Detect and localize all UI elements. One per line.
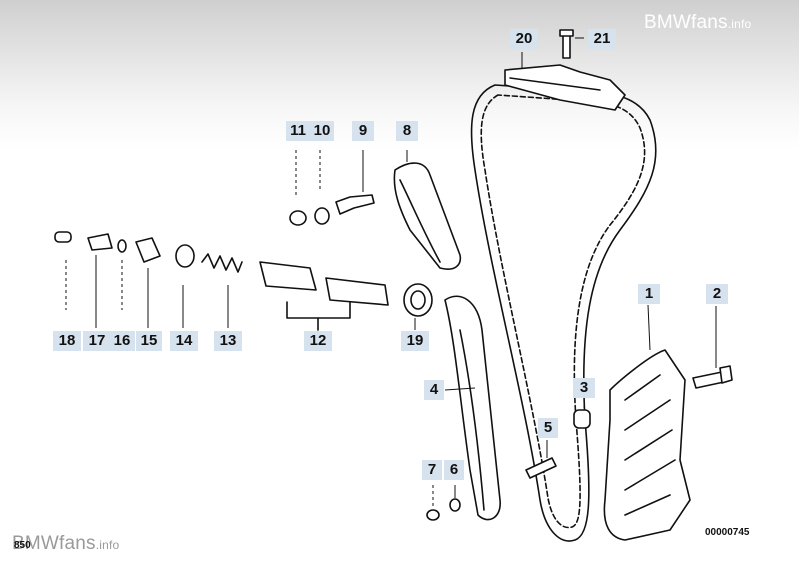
callout-21: 21	[588, 29, 616, 49]
callout-1: 1	[638, 284, 660, 304]
bush-3	[573, 409, 591, 429]
watermark-brand: BMWfans	[644, 12, 728, 33]
piston-12b	[325, 277, 389, 306]
tensioner-rail-8	[393, 162, 462, 270]
plug-18	[54, 231, 72, 243]
spring-13	[201, 253, 243, 273]
callout-5: 5	[538, 418, 558, 438]
callout-18: 18	[53, 331, 81, 351]
callout-9: 9	[352, 121, 374, 141]
callout-12: 12	[304, 331, 332, 351]
watermark-suffix-bottom: .info	[95, 538, 120, 552]
callout-7: 7	[422, 460, 442, 480]
screw-plug-15	[135, 237, 161, 263]
watermark-top: BMWfans.info	[644, 12, 751, 34]
bolt-2	[692, 371, 725, 389]
washer-16	[117, 239, 127, 253]
callout-8: 8	[396, 121, 418, 141]
callout-11: 11	[286, 121, 310, 141]
watermark-bottom: BMWfans.info	[12, 533, 119, 555]
clip-7	[426, 509, 440, 521]
timing-chain-inner	[480, 94, 646, 529]
callout-4: 4	[424, 380, 444, 400]
stud-5	[525, 457, 557, 479]
callout-14: 14	[170, 331, 198, 351]
pin-9	[335, 194, 375, 215]
callout-15: 15	[136, 331, 162, 351]
callout-10: 10	[310, 121, 334, 141]
callout-19: 19	[401, 331, 429, 351]
callout-20: 20	[510, 29, 538, 49]
diagram-code: 00000745	[705, 527, 750, 538]
piston-housing-12a	[259, 261, 317, 291]
callout-2: 2	[706, 284, 728, 304]
watermark-brand-bottom: BMWfans	[12, 533, 96, 554]
callout-6: 6	[444, 460, 464, 480]
watermark-suffix: .info	[727, 17, 752, 31]
upper-chain-guide	[504, 64, 626, 111]
callout-3: 3	[573, 378, 595, 398]
timing-chain	[470, 84, 657, 542]
washer-6	[449, 498, 461, 512]
valve-17	[87, 233, 113, 251]
ring-10	[314, 207, 330, 225]
washer-14	[175, 244, 195, 268]
page-code: 850	[14, 540, 31, 551]
callout-13: 13	[214, 331, 242, 351]
ring-11	[289, 210, 307, 226]
seal-19	[403, 283, 433, 317]
callout-16: 16	[109, 331, 135, 351]
callout-17: 17	[83, 331, 111, 351]
